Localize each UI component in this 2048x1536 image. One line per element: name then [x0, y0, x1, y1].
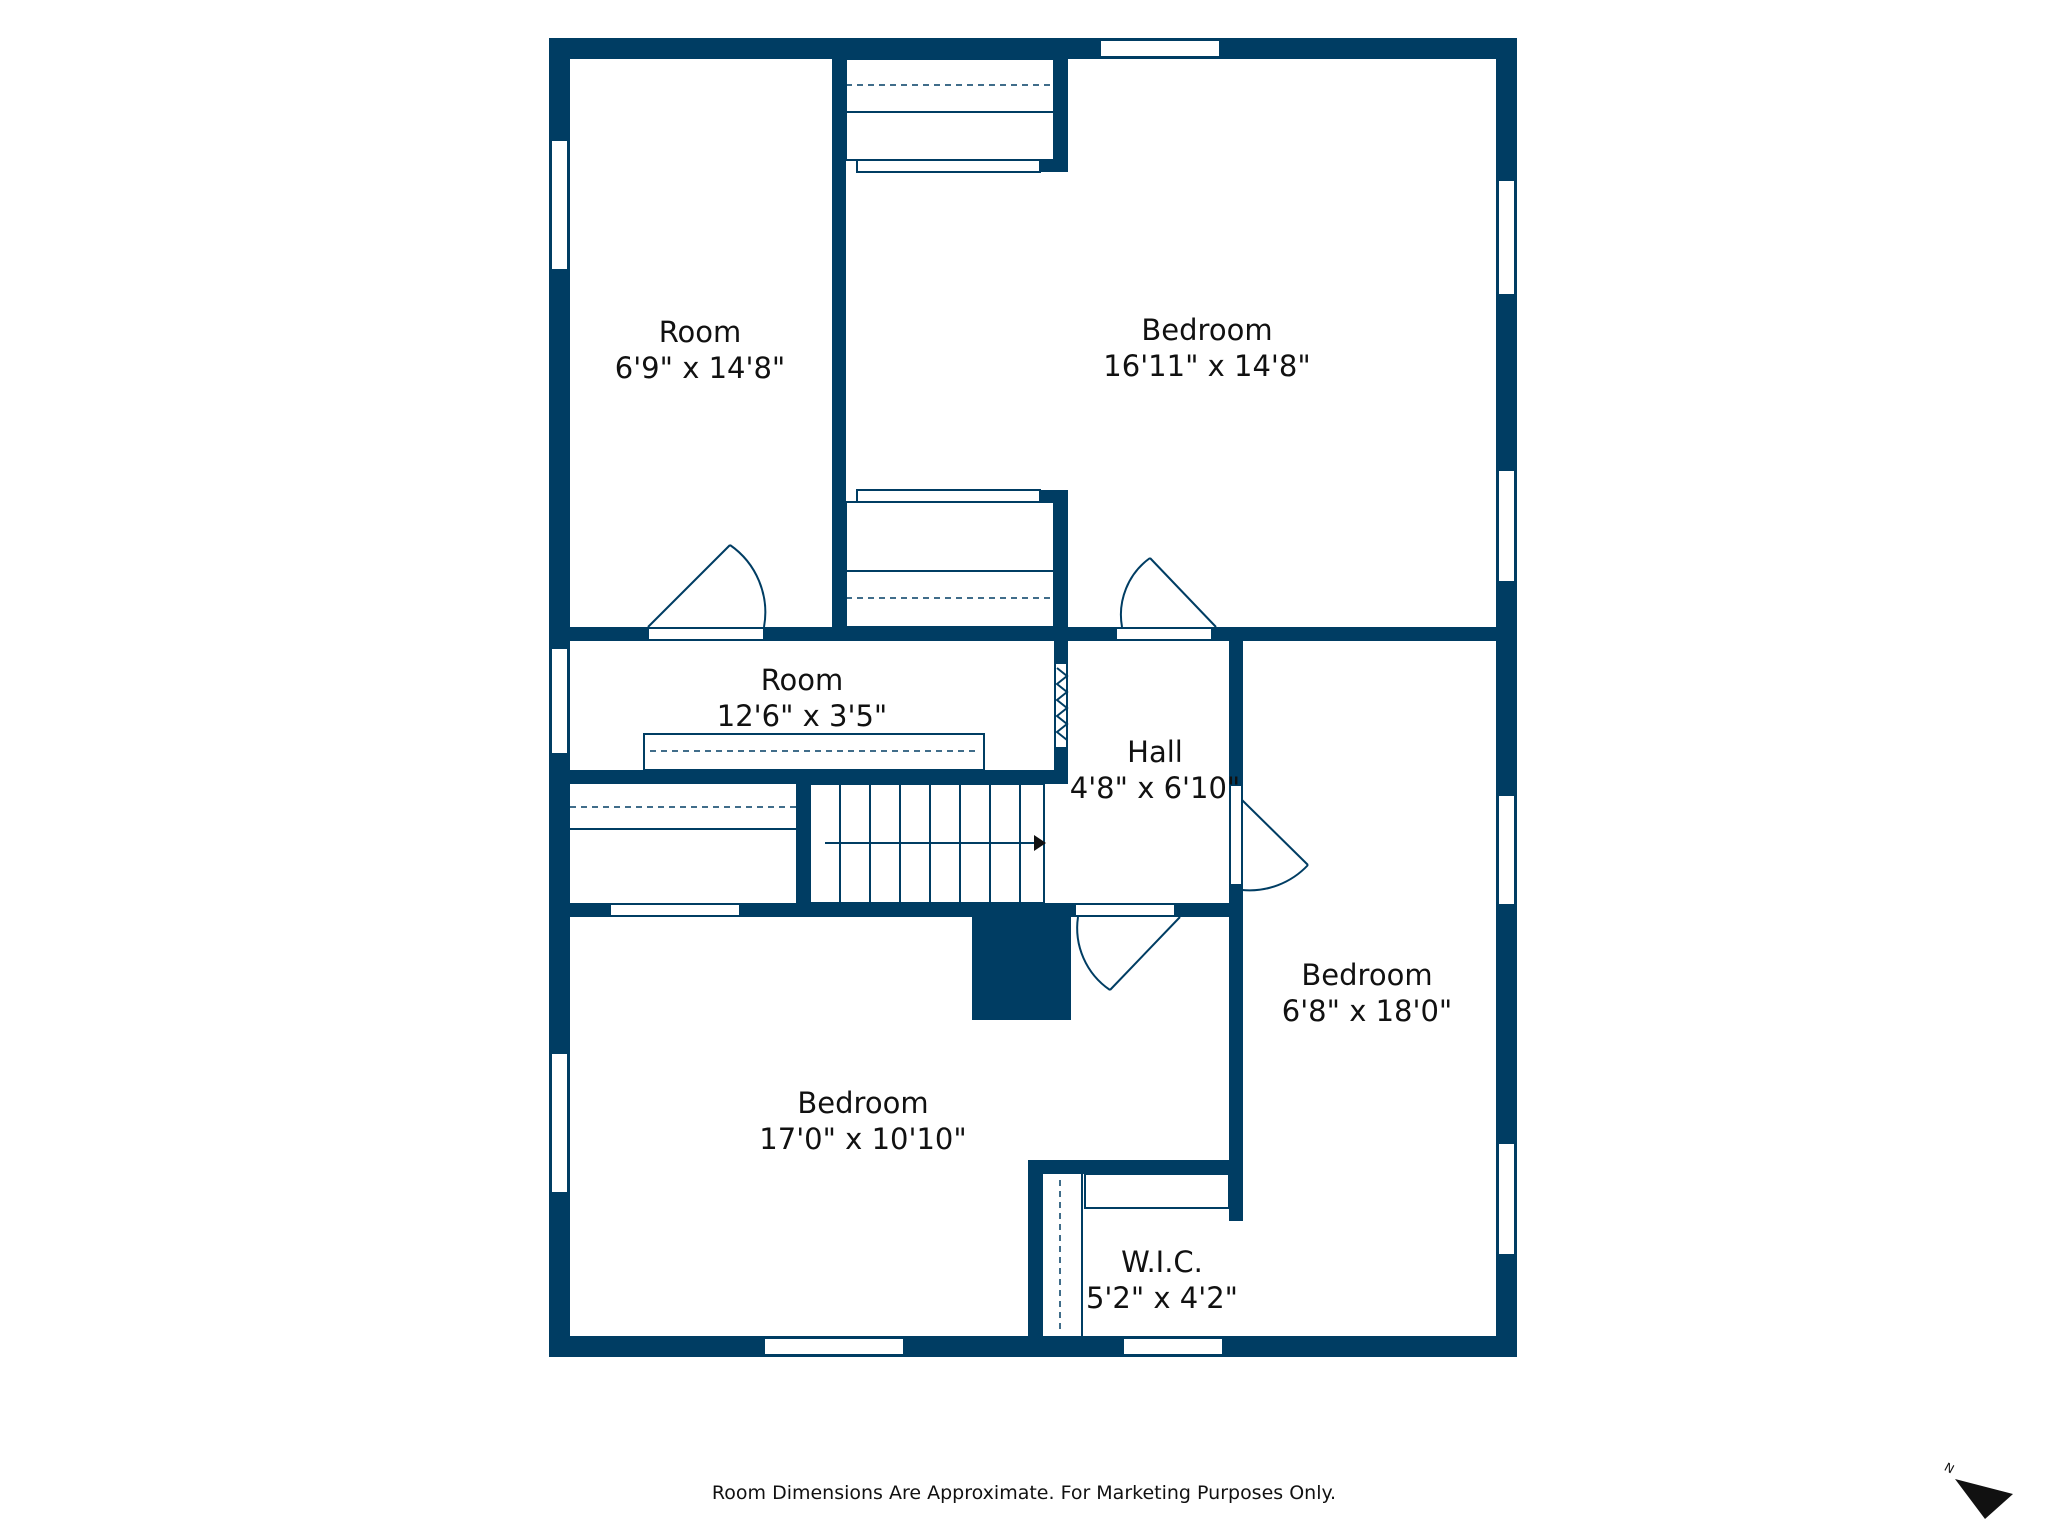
room-label-wic: W.I.C. 5'2" x 4'2"	[1086, 1244, 1238, 1316]
interior-walls	[570, 59, 1496, 1336]
window	[1099, 39, 1221, 58]
room-name: Room	[760, 663, 844, 697]
stairs	[809, 783, 1046, 904]
closets	[570, 58, 1230, 1336]
compass-label: N	[1942, 1460, 1957, 1477]
window	[1497, 1142, 1516, 1256]
window	[1497, 469, 1516, 583]
window	[1122, 1337, 1224, 1356]
window	[1497, 794, 1516, 906]
room-dimensions: 4'8" x 6'10"	[1069, 771, 1241, 805]
window	[550, 647, 569, 755]
room-name: W.I.C.	[1121, 1245, 1203, 1279]
room-label-bedroom-3: Bedroom 17'0" x 10'10"	[759, 1085, 966, 1157]
window	[763, 1337, 905, 1356]
room-label-hall: Hall 4'8" x 6'10"	[1070, 734, 1240, 806]
room-dimensions: 5'2" x 4'2"	[1085, 1281, 1239, 1315]
window	[1497, 179, 1516, 296]
room-label-bedroom-1: Bedroom 16'11" x 14'8"	[1103, 312, 1310, 384]
room-name: Bedroom	[1301, 958, 1433, 992]
doors	[647, 544, 1309, 991]
room-dimensions: 6'9" x 14'8"	[614, 351, 786, 385]
room-label-room-2: Room 12'6" x 3'5"	[717, 662, 887, 734]
window	[550, 139, 569, 271]
disclaimer: Room Dimensions Are Approximate. For Mar…	[711, 1482, 1337, 1504]
room-name: Bedroom	[797, 1086, 929, 1120]
room-label-room-1: Room 6'9" x 14'8"	[615, 314, 785, 386]
room-name: Room	[658, 315, 742, 349]
room-name: Bedroom	[1141, 313, 1273, 347]
windows	[550, 39, 1516, 1356]
room-dimensions: 16'11" x 14'8"	[1103, 349, 1311, 383]
window	[550, 1052, 569, 1194]
exterior-walls	[549, 38, 1517, 1357]
north-arrow-icon: N	[1942, 1460, 2013, 1519]
room-dimensions: 6'8" x 18'0"	[1281, 994, 1453, 1028]
room-dimensions: 17'0" x 10'10"	[759, 1122, 967, 1156]
room-dimensions: 12'6" x 3'5"	[716, 699, 888, 733]
room-label-bedroom-2: Bedroom 6'8" x 18'0"	[1282, 957, 1452, 1029]
room-name: Hall	[1127, 735, 1183, 769]
